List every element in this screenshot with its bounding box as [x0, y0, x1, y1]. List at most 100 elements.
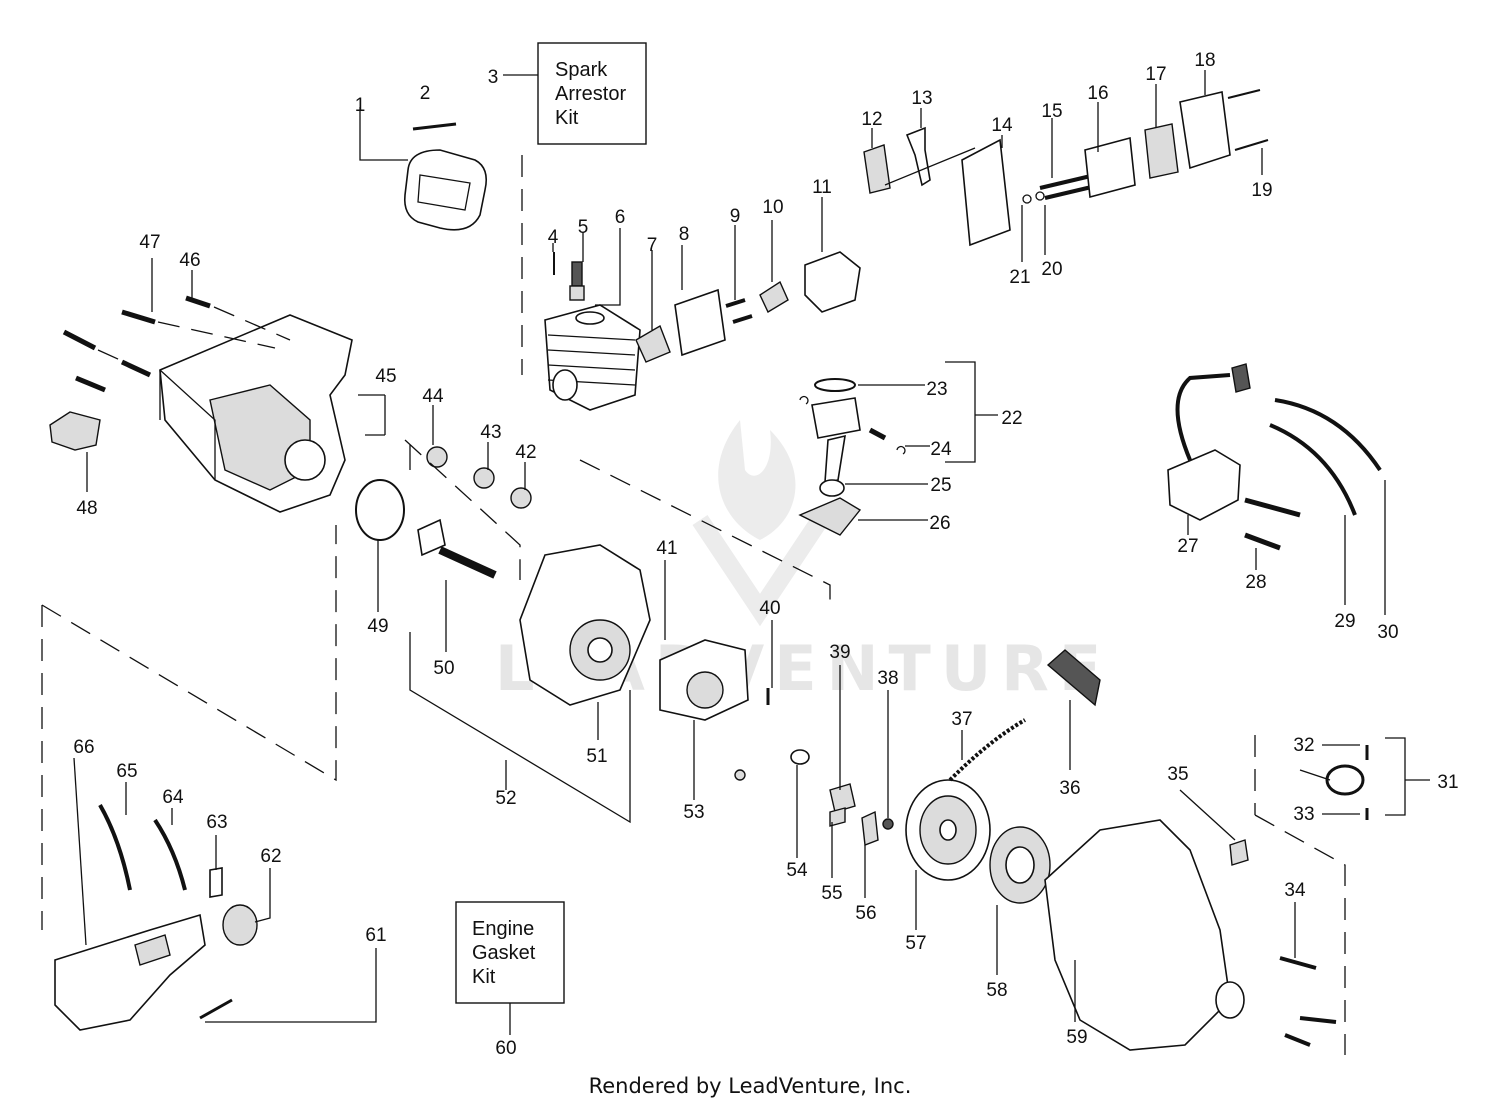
insulator-part-8 — [674, 288, 726, 357]
wire-part-29 — [1269, 423, 1357, 516]
label-61: 61 — [365, 925, 386, 946]
spark-arrestor-line-3: Kit — [555, 107, 579, 129]
gasket-part-10 — [759, 280, 789, 313]
pawl-part-56 — [861, 810, 879, 846]
engine-gasket-line-3: Kit — [472, 966, 496, 988]
label-38: 38 — [877, 668, 898, 689]
label-47: 47 — [139, 232, 160, 253]
label-29: 29 — [1334, 611, 1355, 632]
label-37: 37 — [951, 709, 972, 730]
rewind-spring-part — [989, 826, 1051, 904]
label-39: 39 — [829, 642, 850, 663]
assembly-dashed-lines — [41, 155, 1346, 1055]
label-44: 44 — [422, 386, 444, 407]
spark-arrestor-line-1: Spark — [555, 59, 608, 81]
spark-plug-part — [569, 261, 585, 301]
spark-arrestor-kit-box: Spark Arrestor Kit — [503, 42, 647, 145]
fuel-line-part-64 — [153, 818, 187, 891]
label-34: 34 — [1284, 880, 1306, 901]
label-66: 66 — [73, 737, 94, 758]
label-43: 43 — [480, 422, 501, 443]
label-60: 60 — [495, 1038, 516, 1059]
pulley-bolt-part — [829, 783, 856, 813]
label-52: 52 — [495, 788, 516, 809]
label-11: 11 — [812, 177, 832, 198]
starter-pulley-part — [905, 779, 991, 881]
starter-rope-part — [948, 718, 1026, 782]
label-41: 41 — [656, 538, 677, 559]
engine-gasket-line-1: Engine — [472, 918, 534, 940]
engine-shroud-part — [159, 314, 353, 513]
carburetor-part — [804, 251, 861, 313]
label-12: 12 — [861, 109, 882, 130]
label-18: 18 — [1194, 50, 1215, 71]
starter-handle-part — [1046, 649, 1101, 707]
screws-part-61 — [199, 998, 233, 1020]
washer-part-21 — [1022, 194, 1032, 204]
ignition-module-part — [1167, 363, 1251, 521]
label-7: 7 — [647, 235, 658, 256]
screws-part-9 — [725, 298, 753, 324]
choke-lever-part — [905, 126, 931, 187]
screw-part-2 — [412, 122, 457, 131]
label-54: 54 — [786, 860, 808, 881]
label-9: 9 — [730, 206, 741, 227]
label-8: 8 — [679, 224, 690, 245]
label-58: 58 — [986, 980, 1007, 1001]
air-filter-part — [1144, 123, 1179, 179]
screw-part-38 — [882, 818, 894, 830]
fuel-line-part-65 — [98, 804, 132, 891]
piston-assembly-part — [799, 378, 906, 497]
filter-support-part — [1084, 136, 1136, 199]
fuel-cap-part — [222, 904, 258, 946]
label-50: 50 — [433, 658, 454, 679]
label-45: 45 — [375, 366, 396, 387]
label-53: 53 — [683, 802, 704, 823]
gasket-part-26 — [798, 497, 862, 536]
label-40: 40 — [759, 598, 780, 619]
label-65: 65 — [116, 761, 137, 782]
label-25: 25 — [930, 475, 951, 496]
clip-part-35 — [1229, 839, 1249, 866]
label-27: 27 — [1177, 536, 1198, 557]
label-28: 28 — [1245, 572, 1266, 593]
label-51: 51 — [586, 746, 607, 767]
part-labels: 1 2 3 4 5 6 7 8 9 10 11 12 13 14 15 16 1… — [73, 50, 1458, 1059]
engine-gasket-line-2: Gasket — [472, 942, 536, 964]
bracket-part-48 — [49, 411, 101, 451]
label-63: 63 — [206, 812, 227, 833]
clamp-part-31 — [1325, 745, 1369, 820]
muffler-part — [403, 149, 488, 231]
label-16: 16 — [1087, 83, 1108, 104]
label-17: 17 — [1145, 64, 1166, 85]
label-57: 57 — [905, 933, 926, 954]
label-5: 5 — [578, 217, 589, 238]
o-ring-part-49 — [355, 479, 405, 541]
label-22: 22 — [1001, 408, 1022, 429]
label-13: 13 — [911, 88, 932, 109]
label-62: 62 — [260, 846, 281, 867]
label-14: 14 — [991, 115, 1013, 136]
leader-lines — [73, 70, 1430, 1023]
air-filter-base-part — [961, 138, 1011, 247]
washer-part-54 — [790, 749, 810, 765]
spark-arrestor-line-2: Arrestor — [555, 83, 626, 105]
label-64: 64 — [162, 787, 184, 808]
starter-housing-part — [1044, 819, 1245, 1051]
label-15: 15 — [1041, 101, 1062, 122]
label-35: 35 — [1167, 764, 1188, 785]
label-33: 33 — [1293, 804, 1314, 825]
label-49: 49 — [367, 616, 388, 637]
gasket-part-12 — [863, 144, 891, 194]
label-36: 36 — [1059, 778, 1080, 799]
label-31: 31 — [1437, 772, 1458, 793]
crankshaft-part — [417, 518, 497, 579]
label-2: 2 — [420, 83, 431, 104]
bolt-part-28 — [1244, 532, 1281, 551]
fuel-tank-part — [54, 913, 206, 1031]
label-3: 3 — [488, 67, 499, 88]
label-10: 10 — [762, 197, 783, 218]
label-46: 46 — [179, 250, 200, 271]
label-23: 23 — [926, 379, 947, 400]
